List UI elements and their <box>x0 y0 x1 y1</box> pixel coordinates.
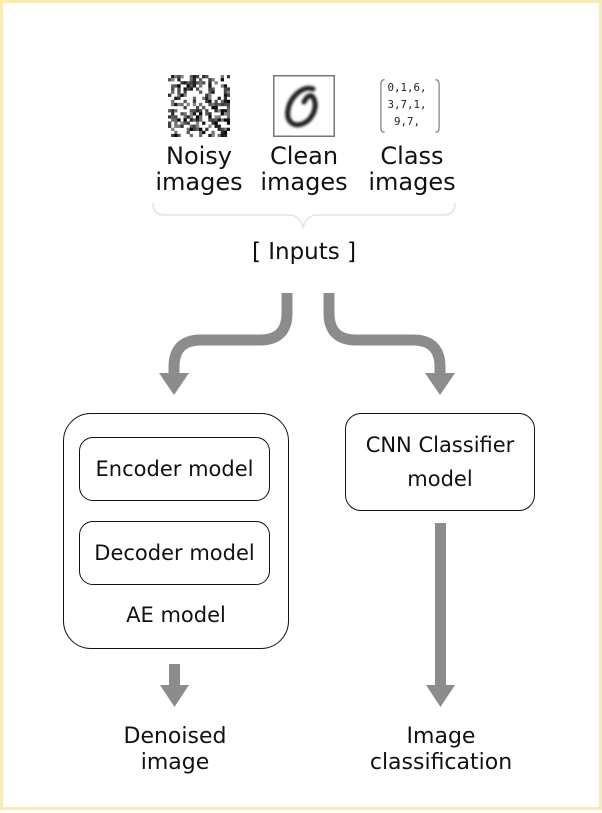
denoised-image-label: Denoised image <box>123 724 227 775</box>
arrow-to-cnn-head <box>425 373 455 395</box>
class-values-line-1: 0,1,6, <box>387 81 426 94</box>
arrow-to-ae <box>168 293 293 375</box>
class-values-line-2: 3,7,1, <box>387 98 426 111</box>
arrow-cnn-output-shaft <box>435 523 446 687</box>
inputs-group-label: [ Inputs ] <box>251 239 357 265</box>
cnn-classifier-box: CNN Classifier model <box>345 413 535 511</box>
arrow-to-ae-head <box>159 373 189 395</box>
image-classification-label: Image classification <box>369 724 513 775</box>
arrow-ae-output-shaft <box>169 664 180 686</box>
arrow-ae-output-head <box>160 685 189 707</box>
class-values-thumbnail: 0,1,6, 3,7,1, 9,7, <box>380 79 440 133</box>
clean-images-label: Clean images <box>260 142 348 196</box>
decoder-model-box: Decoder model <box>79 521 270 585</box>
class-values-line-3: 9,7, <box>394 115 420 128</box>
arrow-to-cnn <box>323 293 446 375</box>
encoder-model-box: Encoder model <box>79 437 270 501</box>
ae-model-label: AE model <box>126 603 226 627</box>
noisy-image-thumbnail <box>168 75 230 137</box>
arrow-cnn-output-head <box>426 685 455 707</box>
noisy-images-label: Noisy images <box>155 142 243 196</box>
class-images-label: Class images <box>368 142 456 196</box>
flow-arrows <box>159 293 455 707</box>
inputs-brace <box>152 202 456 230</box>
clean-image-thumbnail <box>273 75 335 137</box>
